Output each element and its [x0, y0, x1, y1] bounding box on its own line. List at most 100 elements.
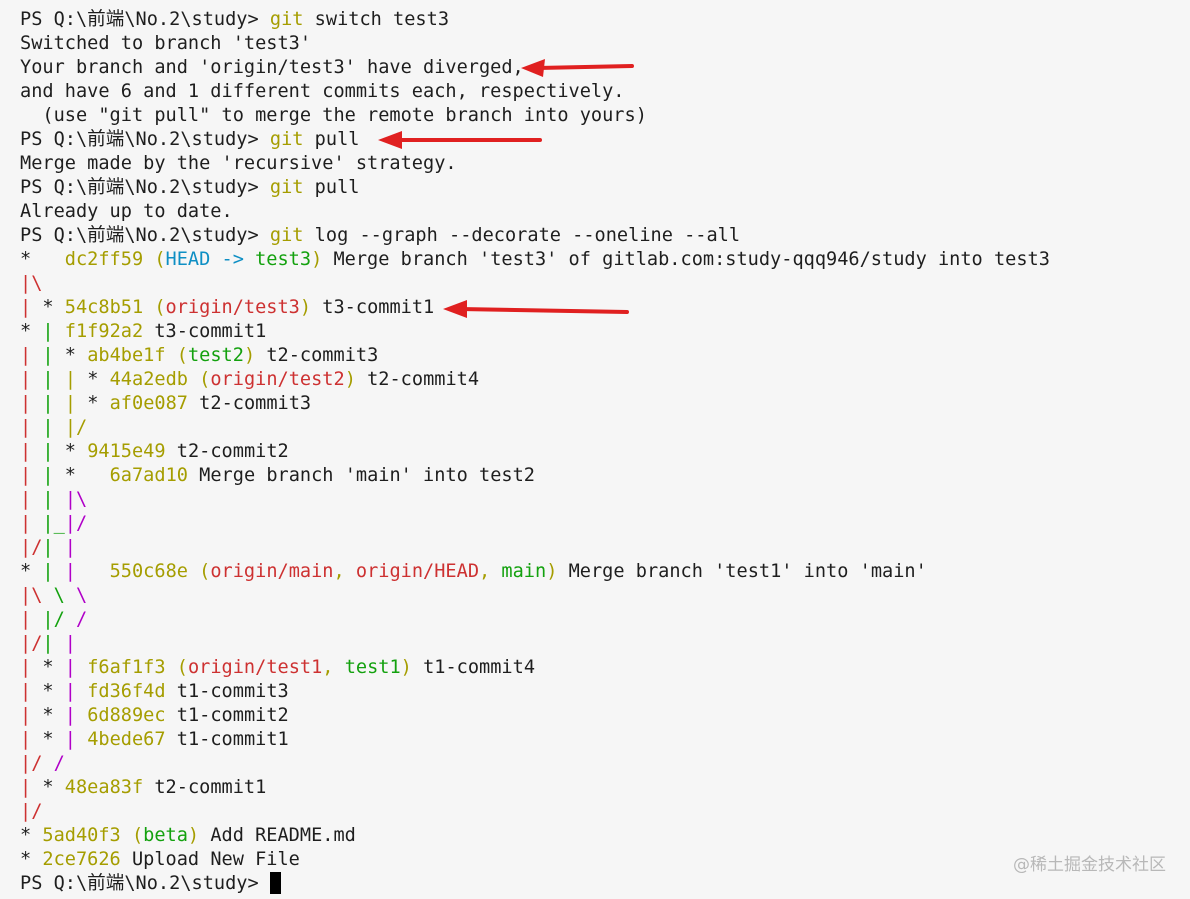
terminal-segment: | [42, 321, 54, 342]
terminal-line: PS Q:\前端\No.2\study> [20, 872, 1050, 896]
terminal-segment: | [64, 537, 76, 558]
terminal-segment: ) [400, 657, 412, 678]
terminal-segment: Your branch and 'origin/test3' have dive… [20, 57, 524, 78]
terminal-segment: , [333, 561, 356, 582]
terminal-line: Merge made by the 'recursive' strategy. [20, 152, 1050, 176]
terminal-line: | * 54c8b51 (origin/test3) t3-commit1 [20, 296, 1050, 320]
terminal-segment: * [53, 345, 88, 366]
terminal-segment: |/ [20, 801, 43, 822]
terminal-segment: t1-commit2 [165, 705, 289, 726]
terminal-segment: log --graph --decorate --oneline --all [303, 225, 741, 246]
terminal-segment: t1-commit1 [165, 729, 289, 750]
terminal-segment: | [42, 489, 54, 510]
terminal-segment: test1 [344, 657, 401, 678]
terminal-segment: |\ [64, 489, 88, 510]
terminal-segment: | [42, 561, 54, 582]
terminal-segment: pull [303, 129, 360, 150]
terminal-segment: 6d889ec [87, 705, 166, 726]
terminal-segment: 9415e49 [87, 441, 166, 462]
terminal-line: | * | f6af1f3 (origin/test1, test1) t1-c… [20, 656, 1050, 680]
terminal-segment: switch test3 [303, 9, 450, 30]
terminal-segment: test3 [255, 249, 312, 270]
terminal-segment: | [20, 777, 32, 798]
terminal-segment: * [20, 849, 43, 870]
terminal-segment: Switched to branch 'test3' [20, 33, 312, 54]
terminal-line: |/ [20, 800, 1050, 824]
terminal-segment [76, 705, 87, 726]
terminal-segment [54, 633, 65, 654]
terminal-segment: | [42, 393, 54, 414]
terminal-segment [42, 585, 53, 606]
terminal-segment: f1f92a2 [64, 321, 144, 342]
terminal-segment: PS Q:\前端\No.2\study> [20, 129, 270, 150]
terminal-segment: PS Q:\前端\No.2\study> [20, 9, 270, 30]
terminal-segment: , [322, 657, 345, 678]
terminal-segment: t2-commit3 [187, 393, 312, 414]
terminal-segment: | [20, 609, 32, 630]
terminal-segment: * [76, 369, 110, 390]
terminal-segment: ) [344, 369, 356, 390]
watermark: @稀土掘金技术社区 [1013, 855, 1166, 875]
terminal-segment: | [64, 657, 76, 678]
terminal-segment: |/ [20, 537, 43, 558]
terminal-segment: ) [311, 249, 323, 270]
terminal-segment: |\ [20, 585, 43, 606]
terminal-line: (use "git pull" to merge the remote bran… [20, 104, 1050, 128]
terminal-segment: * [53, 465, 110, 486]
terminal-segment [54, 369, 65, 390]
terminal-segment: * [31, 657, 65, 678]
terminal-line: | * 48ea83f t2-commit1 [20, 776, 1050, 800]
terminal-segment: 2ce7626 [42, 849, 121, 870]
terminal-segment: | [20, 657, 32, 678]
terminal-line: * | | 550c68e (origin/main, origin/HEAD,… [20, 560, 1050, 584]
terminal-line: | |/ / [20, 608, 1050, 632]
terminal-segment [31, 369, 42, 390]
terminal-segment: * [20, 825, 43, 846]
terminal-segment: fd36f4d [87, 681, 166, 702]
terminal-segment: | [64, 561, 76, 582]
terminal-segment: test2 [187, 345, 244, 366]
terminal-segment: f6af1f3 ( [87, 657, 188, 678]
terminal-segment: Merge made by the 'recursive' strategy. [20, 153, 457, 174]
text-cursor[interactable] [269, 872, 281, 894]
terminal-segment: | [20, 369, 32, 390]
terminal-line: PS Q:\前端\No.2\study> git switch test3 [20, 8, 1050, 32]
terminal-segment: | [64, 705, 76, 726]
terminal-segment [31, 609, 42, 630]
terminal-segment: ) [546, 561, 558, 582]
terminal-segment: main [501, 561, 547, 582]
terminal-segment [42, 753, 53, 774]
terminal-segment: pull [303, 177, 360, 198]
terminal-line: * | f1f92a2 t3-commit1 [20, 320, 1050, 344]
terminal-segment: and have 6 and 1 different commits each,… [20, 81, 625, 102]
terminal-segment: | [20, 393, 32, 414]
terminal-segment: t2-commit4 [355, 369, 480, 390]
terminal-segment: * [76, 393, 110, 414]
terminal-segment: 550c68e ( [109, 561, 211, 582]
terminal-segment: * [20, 249, 65, 270]
terminal-line: | | * 9415e49 t2-commit2 [20, 440, 1050, 464]
terminal-segment [65, 585, 76, 606]
terminal-line: * 5ad40f3 (beta) Add README.md [20, 824, 1050, 848]
terminal-segment: dc2ff59 ( [64, 249, 166, 270]
terminal-segment: 54c8b51 ( [64, 297, 166, 318]
terminal-segment: Add README.md [199, 825, 356, 846]
terminal-segment: | [42, 345, 54, 366]
terminal-segment: | [20, 489, 32, 510]
terminal-segment: | [64, 729, 76, 750]
terminal-segment: 5ad40f3 ( [42, 825, 144, 846]
terminal-segment [31, 513, 42, 534]
terminal-segment [54, 537, 65, 558]
terminal-segment: |/ [42, 609, 65, 630]
terminal-line: | | |\ [20, 488, 1050, 512]
terminal-segment: | [64, 633, 76, 654]
terminal-segment: ) [187, 825, 200, 846]
terminal-segment [31, 441, 42, 462]
terminal-segment: origin/test1 [187, 657, 323, 678]
terminal-segment: / [76, 609, 88, 630]
terminal-segment: Merge branch 'test3' of gitlab.com:study… [322, 249, 1050, 270]
terminal-segment: * [20, 561, 43, 582]
terminal-segment [31, 345, 42, 366]
